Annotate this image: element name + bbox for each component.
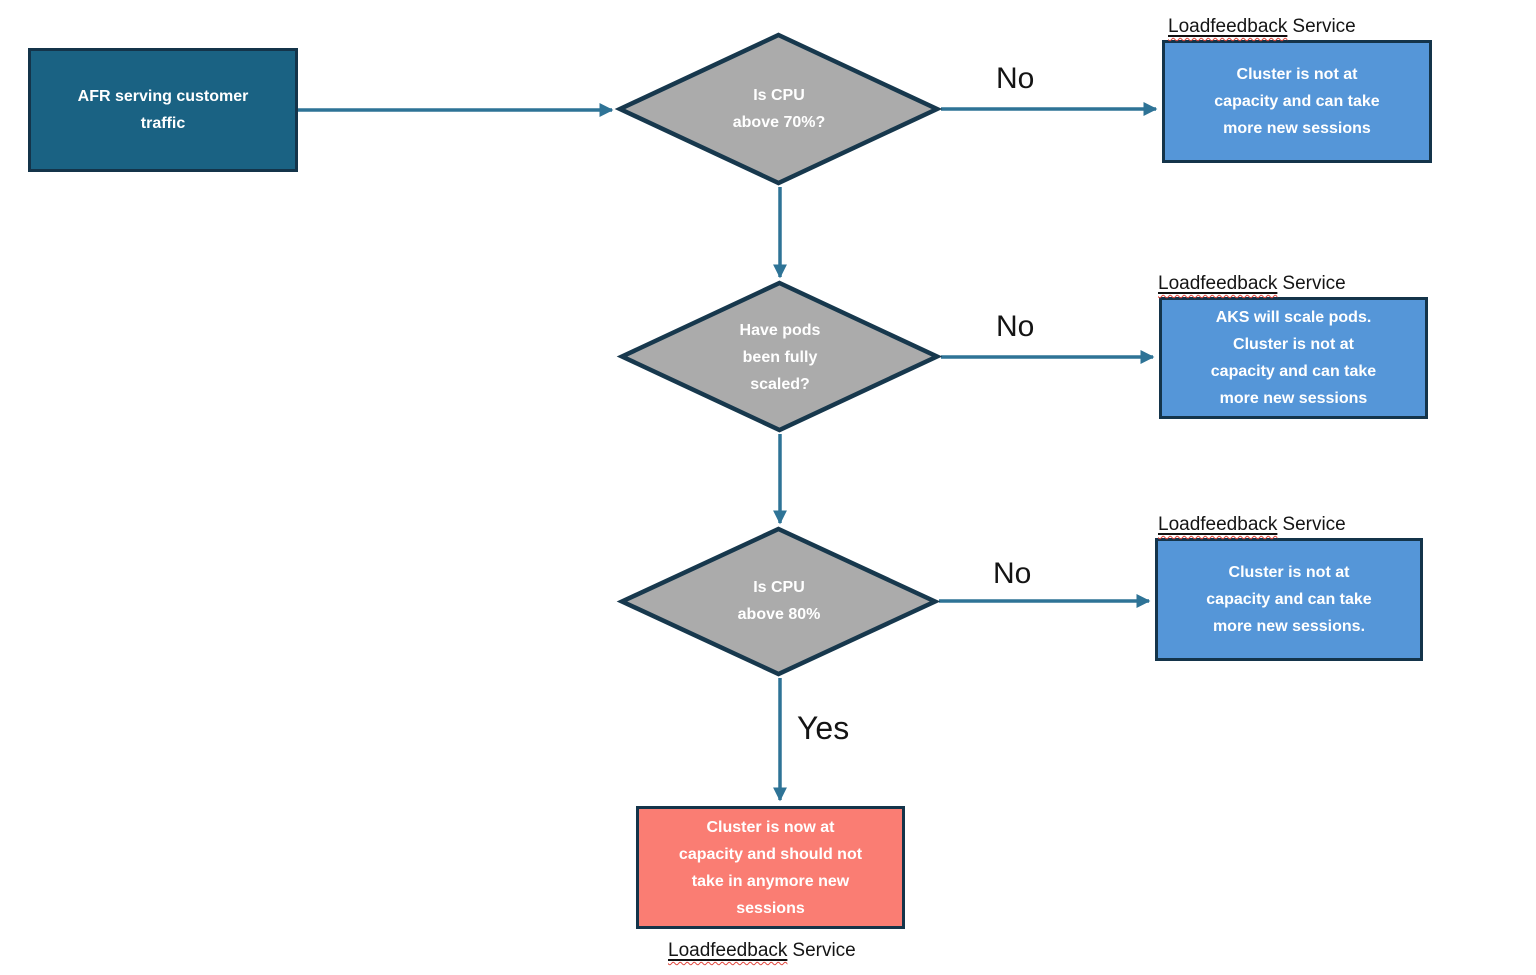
edge-label-no-cpu70: No [996,62,1035,95]
node-cluster-at-capacity: Cluster is now at capacity and should no… [636,806,905,929]
decision-cpu80-diamond [616,526,941,677]
service-word: Service [1282,273,1346,294]
node-outcome-cpu70-no: Cluster is not at capacity and can take … [1162,40,1432,163]
node-outcome-cpu70-no-text: Cluster is not at capacity and can take … [1214,66,1380,137]
decision-cpu70-diamond [614,32,943,186]
edge-label-no-pods: No [996,310,1035,343]
loadfeedback-word: Loadfeedback [668,940,788,961]
node-afr-serving-traffic-text: AFR serving customer traffic [77,88,249,132]
node-outcome-pods-no: AKS will scale pods. Cluster is not at c… [1159,297,1428,419]
edge-label-no-cpu80: No [993,557,1032,590]
loadfeedback-word: Loadfeedback [1158,273,1278,294]
edge-label-yes-cpu80: Yes [797,710,850,746]
misspelled-word-underline: Loadfeedback [1158,514,1277,535]
service-word: Service [1292,16,1356,37]
node-afr-serving-traffic: AFR serving customer traffic [28,48,298,172]
node-cluster-at-capacity-text: Cluster is now at capacity and should no… [678,818,863,917]
service-word: Service [1282,514,1346,535]
node-outcome-cpu80-no-text: Cluster is not at capacity and can take … [1206,564,1372,635]
loadfeedback-word: Loadfeedback [1158,514,1278,535]
misspelled-word-underline: Loadfeedback [1158,273,1277,294]
service-word: Service [792,940,856,961]
node-outcome-cpu80-no: Cluster is not at capacity and can take … [1155,538,1423,661]
decision-pods-diamond [616,280,943,433]
misspelled-word-underline: Loadfeedback [668,940,787,961]
misspelled-word-underline: Loadfeedback [1168,16,1287,37]
node-outcome-pods-no-text: AKS will scale pods. Cluster is not at c… [1210,309,1377,407]
loadfeedback-word: Loadfeedback [1168,16,1288,37]
